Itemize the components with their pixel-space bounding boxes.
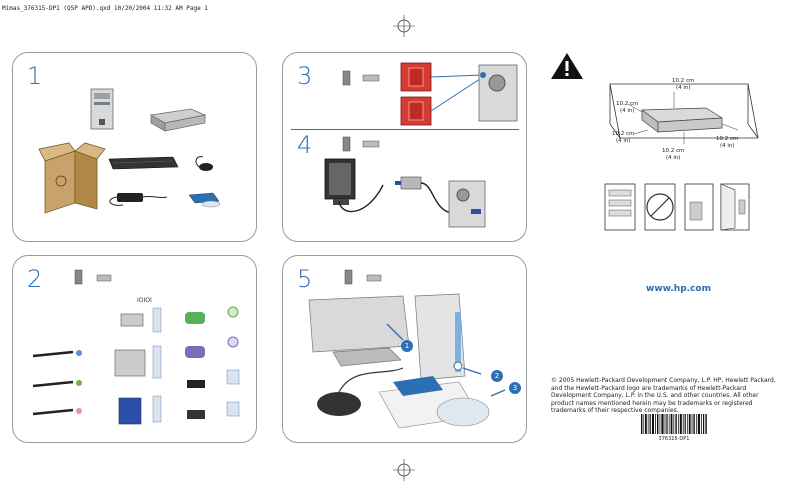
audio-cables — [32, 350, 82, 416]
vga-cable — [118, 395, 162, 425]
barcode-number: 376315-DP1 — [658, 436, 690, 442]
step-1-panel: 1 — [12, 52, 257, 242]
network-cable — [187, 401, 240, 419]
step-number: 3 — [297, 62, 313, 90]
no-closed-cabinet-icon — [644, 183, 676, 231]
serial-port-label: IOIOI — [137, 297, 152, 304]
callout-3: 3 — [513, 384, 517, 392]
vga-connector — [395, 176, 422, 190]
keyboard — [108, 156, 179, 170]
computer-case — [640, 107, 724, 133]
callout-1: 1 — [405, 342, 409, 350]
clearance-top-left-in: (4 in) — [620, 108, 635, 114]
monitor-power — [308, 295, 410, 367]
mouse-power — [317, 392, 361, 416]
clearance-diagram: 10.2 cm (4 in) 10.2 cm (4 in) 10.2 cm (4… — [609, 78, 759, 161]
step-number: 5 — [297, 265, 313, 293]
desktop-tower — [90, 88, 114, 130]
power-adapter — [109, 193, 168, 206]
usb-cable — [187, 369, 240, 388]
clearance-bottom-in: (4 in) — [666, 155, 681, 161]
vented-door-icon — [684, 183, 714, 231]
step-2-panel: 2 IOIOI — [12, 255, 257, 443]
voltage-switch-230 — [400, 96, 432, 126]
pc-rear-panel-vga — [448, 180, 486, 228]
clearance-left: 10.2 cm — [612, 131, 634, 137]
unboxing-illustration — [38, 88, 221, 214]
mouse — [199, 163, 213, 171]
tower-power — [414, 293, 466, 381]
clearance-right-in: (4 in) — [720, 143, 735, 149]
setup-documents — [378, 376, 490, 429]
step-5-panel: 5 1 2 3 — [282, 255, 527, 443]
clearance-top-right: 10.2 cm — [672, 78, 694, 84]
documentation — [188, 192, 221, 208]
ps2-keyboard-cable — [185, 336, 239, 358]
clearance-right: 10.2 cm — [716, 136, 738, 142]
step-number: 1 — [27, 62, 43, 90]
parallel-cable — [114, 345, 162, 379]
slug-line: Mimas_376315-DP1 (QSP APD).qxd 10/20/200… — [2, 5, 208, 12]
open-door-icon — [720, 183, 750, 231]
small-form-factor-pc — [149, 108, 207, 132]
pc-rear-panel — [478, 64, 518, 122]
clearance-bottom: 10.2 cm — [662, 148, 684, 154]
clearance-top-right-in: (4 in) — [676, 85, 691, 91]
clearance-left-in: (4 in) — [616, 138, 631, 144]
clearance-top-left: 10.2 cm — [616, 101, 638, 107]
registration-mark-bottom — [393, 459, 415, 481]
step-3-4-panel: 3 4 — [282, 52, 527, 242]
cabinet-enclosure-icons — [604, 183, 750, 231]
power-on-illustration: 1 2 3 — [308, 269, 521, 429]
step-number: 2 — [27, 265, 43, 293]
copyright-notice: © 2005 Hewlett-Packard Development Compa… — [551, 377, 776, 414]
website-link[interactable]: www.hp.com — [646, 284, 711, 294]
monitor — [324, 158, 356, 205]
voltage-and-monitor-illustration — [324, 62, 518, 228]
ps2-mouse-cable — [185, 306, 239, 324]
barcode — [641, 414, 707, 434]
callout-2: 2 — [495, 372, 499, 380]
warning-triangle-icon — [551, 53, 583, 79]
serial-cable — [120, 307, 162, 333]
voltage-switch-115 — [400, 62, 432, 92]
open-cabinet-icon — [604, 183, 636, 231]
step-divider — [291, 129, 519, 130]
step-number: 4 — [297, 131, 313, 159]
cable-connections-illustration: IOIOI — [32, 269, 240, 425]
shipping-box — [38, 142, 106, 214]
registration-mark-top — [393, 15, 415, 37]
